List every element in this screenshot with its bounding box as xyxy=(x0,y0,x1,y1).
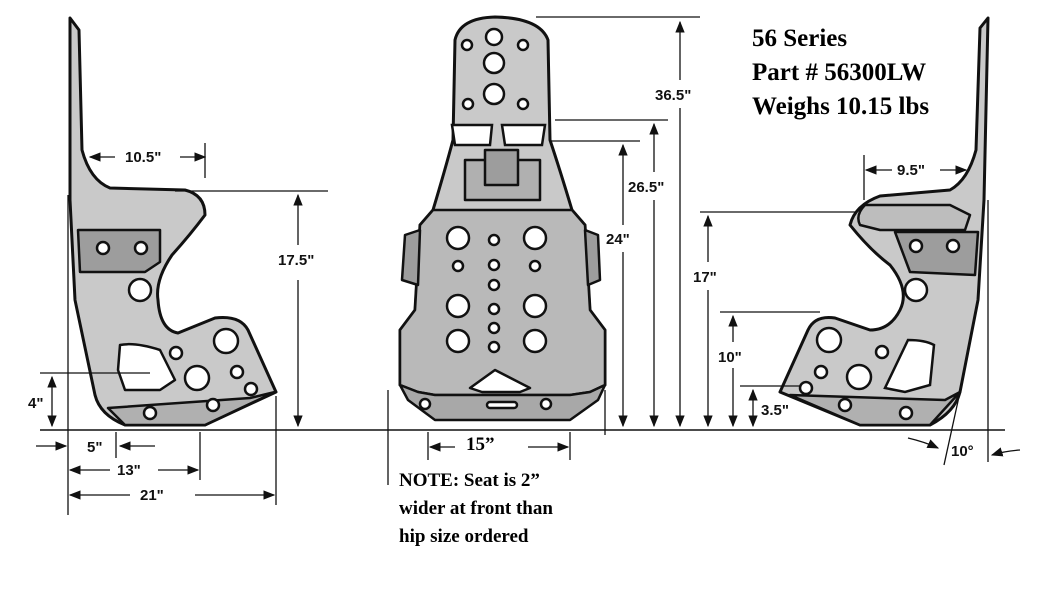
part-number: Part # 56300LW xyxy=(752,59,926,86)
front-upper-height-label: 26.5" xyxy=(628,179,664,196)
right-angle-label: 10° xyxy=(951,443,974,460)
left-depth-mid-label: 13" xyxy=(117,462,141,479)
front-width-label: 15” xyxy=(466,434,495,455)
left-setback-label: 5" xyxy=(87,439,102,456)
left-view-dimensions: 10.5" 17.5" 4" 5" 13" 21" xyxy=(28,143,328,515)
right-height-10-label: 10" xyxy=(718,349,742,366)
right-side-view-seat xyxy=(778,16,990,427)
note-line-2: wider at front than xyxy=(399,498,553,519)
right-view-dimensions: 9.5" 17" 10" 3.5" 10° xyxy=(693,155,1021,466)
left-front-height-label: 4" xyxy=(28,395,43,412)
front-total-height-label: 36.5" xyxy=(655,87,691,104)
front-shoulder-height-label: 24" xyxy=(606,231,630,248)
left-height-label: 17.5" xyxy=(278,252,314,269)
note-line-3: hip size ordered xyxy=(399,526,529,547)
note-line-1: NOTE: Seat is 2” xyxy=(399,470,540,491)
front-view-dimensions: 36.5" 26.5" 24" 15” xyxy=(387,16,700,485)
note-block: NOTE: Seat is 2” wider at front than hip… xyxy=(399,470,553,547)
left-depth-total-label: 21" xyxy=(140,487,164,504)
series-title: 56 Series xyxy=(752,25,847,52)
right-height-17-label: 17" xyxy=(693,269,717,286)
right-top-width-label: 9.5" xyxy=(897,162,925,179)
right-height-35-label: 3.5" xyxy=(761,402,789,419)
left-top-width-label: 10.5" xyxy=(125,149,161,166)
weight-text: Weighs 10.15 lbs xyxy=(752,93,929,120)
front-view-seat xyxy=(398,15,607,422)
title-block: 56 Series Part # 56300LW Weighs 10.15 lb… xyxy=(752,25,929,120)
left-side-view-seat xyxy=(68,16,278,427)
